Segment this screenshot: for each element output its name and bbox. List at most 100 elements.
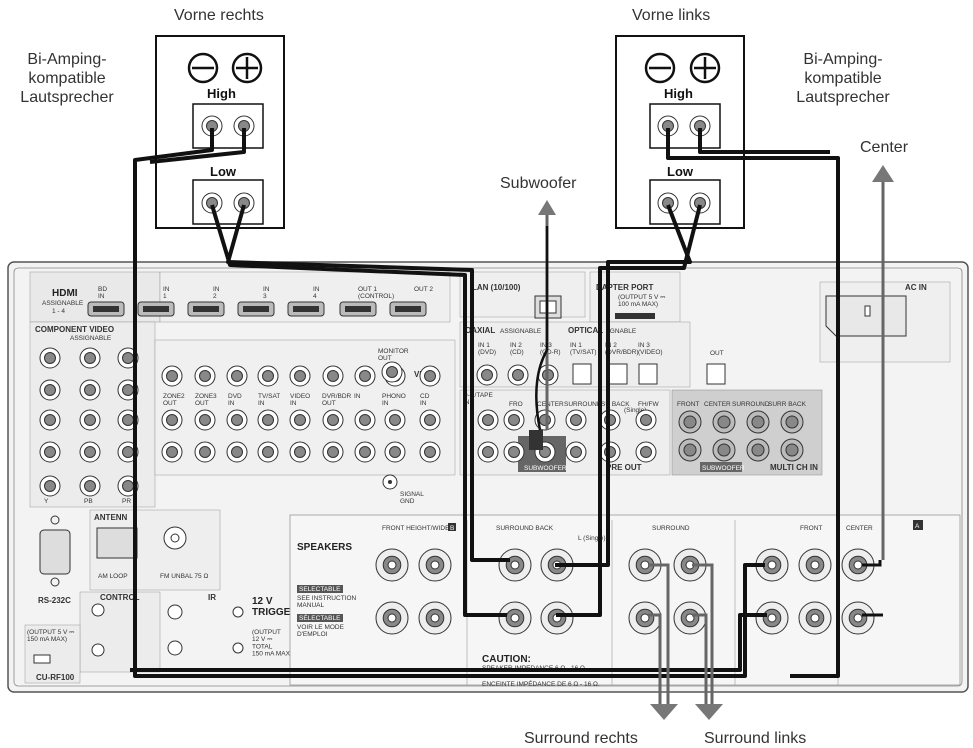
cable-front-right-low <box>210 204 507 617</box>
cable-front-left-high <box>666 128 840 678</box>
pre-out-jack-l-center <box>640 414 652 426</box>
subwoofer-cable <box>529 200 556 450</box>
cable-front-right-high <box>133 128 765 678</box>
component-jack-center <box>44 480 56 492</box>
pre-fhfw-label: FH/FW <box>638 401 659 408</box>
mc-subwoofer-label: SUBWOOFER <box>702 465 745 472</box>
av-audio-jack-l-center <box>294 414 306 426</box>
front-height-label: FRONT HEIGHT/WIDE/ <box>382 525 451 532</box>
coaxial-assignable-label: ASSIGNABLE <box>500 328 542 335</box>
subwoofer-caption: Subwoofer <box>500 175 577 192</box>
coaxial-label: OAXIAL <box>465 326 495 335</box>
multi-ch-jack-l-center <box>683 415 697 429</box>
av-video-jack-center <box>199 370 211 382</box>
coaxial-jack-center <box>481 369 493 381</box>
speaker-cables <box>130 128 840 678</box>
mc-surround-label: SURROUND <box>732 401 770 408</box>
pre-surround-label: SURROUND <box>564 401 602 408</box>
component-jack-center <box>44 446 56 458</box>
speaker-post-hole <box>640 613 650 623</box>
center-cable <box>862 165 894 617</box>
ac-in-label: AC IN <box>905 283 927 292</box>
pre-front-label: FRO <box>509 401 523 408</box>
adapter-port-output-label: (OUTPUT 5 V ⎓100 mA MAX) <box>618 294 665 308</box>
ir-label: IR <box>208 593 216 602</box>
hdmi-out1-label: OUT 1(CONTROL) <box>358 286 394 300</box>
cable-front-terminals <box>130 613 767 672</box>
cu-output-label: (OUTPUT 5 V ⎓150 mA MAX) <box>27 629 74 643</box>
multi-ch-jack-l-center <box>785 415 799 429</box>
selectable-label: SELECTABLE <box>299 586 341 593</box>
mc-center-label: CENTER <box>704 401 731 408</box>
multi-ch-in-jacks <box>678 410 804 462</box>
optical-in3-label: IN 3(VIDEO) <box>638 342 663 356</box>
front-right-low-label: Low <box>210 164 237 179</box>
optical-out-label: OUT <box>710 350 724 357</box>
cable-front-right-high-2 <box>149 128 246 164</box>
component-jack-center <box>84 480 96 492</box>
pre-single-label: (Single) <box>624 407 646 414</box>
av-audio-jack-l-center <box>262 414 274 426</box>
av-video-jack-center <box>327 370 339 382</box>
pre-out-jack-l-center <box>508 414 520 426</box>
rs232c-port <box>39 529 71 575</box>
component-pb-label: PB <box>84 498 93 505</box>
pre-out-jack-r-center <box>570 446 582 458</box>
component-jack-center <box>122 384 134 396</box>
selectable-fr-label: SÉLECTABLE <box>299 613 341 622</box>
pre-surr-back-label: SU BACK <box>601 401 630 408</box>
multi-ch-jack-r-center <box>717 443 731 457</box>
av-audio-jack-l-center <box>199 414 211 426</box>
sp-surround-back-label: SURROUND BACK <box>496 525 554 532</box>
am-loop-label: AM LOOP <box>98 573 128 580</box>
coax-in1-label: IN 1(DVD) <box>478 342 496 356</box>
component-jack-center <box>122 352 134 364</box>
hdmi-label: HDMI <box>52 288 78 299</box>
optical-port <box>638 363 658 385</box>
optical-port <box>572 363 592 385</box>
surround-right-caption: Surround rechts <box>524 730 638 747</box>
optical-in1-label: IN 1(TV/SAT) <box>570 342 597 356</box>
sp-center-label: CENTER <box>846 525 873 532</box>
component-y-label: Y <box>44 498 49 505</box>
speaker-post-hole <box>640 560 650 570</box>
av-video-jack-center <box>424 370 436 382</box>
b-tag-label: B <box>450 525 454 532</box>
av-video-jack-center <box>166 370 178 382</box>
cable-front-left-low <box>555 204 692 567</box>
speaker-post-hole <box>510 560 520 570</box>
av-audio-jack-r-center <box>424 446 436 458</box>
speaker-post-hole <box>853 560 863 570</box>
caution-line2-label: ENCEINTE IMPÉDANCE DE 6 Ω - 16 Ω. <box>482 679 600 688</box>
cu-rf100-label: CU-RF100 <box>36 673 75 682</box>
pre-out-label: PRE OUT <box>606 463 642 472</box>
speaker-post-hole <box>853 613 863 623</box>
av-audio-jack-r-center <box>166 446 178 458</box>
pre-out-jack-r-center <box>508 446 520 458</box>
component-jack-center <box>84 352 96 364</box>
av-label-dvrbdr_in: IN <box>354 393 361 400</box>
monitor-out-jack-center <box>386 366 398 378</box>
front-left-low-label: Low <box>667 164 694 179</box>
surround-left-caption: Surround links <box>704 730 806 747</box>
mc-front-label: FRONT <box>677 401 699 408</box>
adapter-port-label: DAPTER PORT <box>596 283 653 292</box>
speaker-post-hole <box>387 613 397 623</box>
av-audio-jack-r-center <box>262 446 274 458</box>
